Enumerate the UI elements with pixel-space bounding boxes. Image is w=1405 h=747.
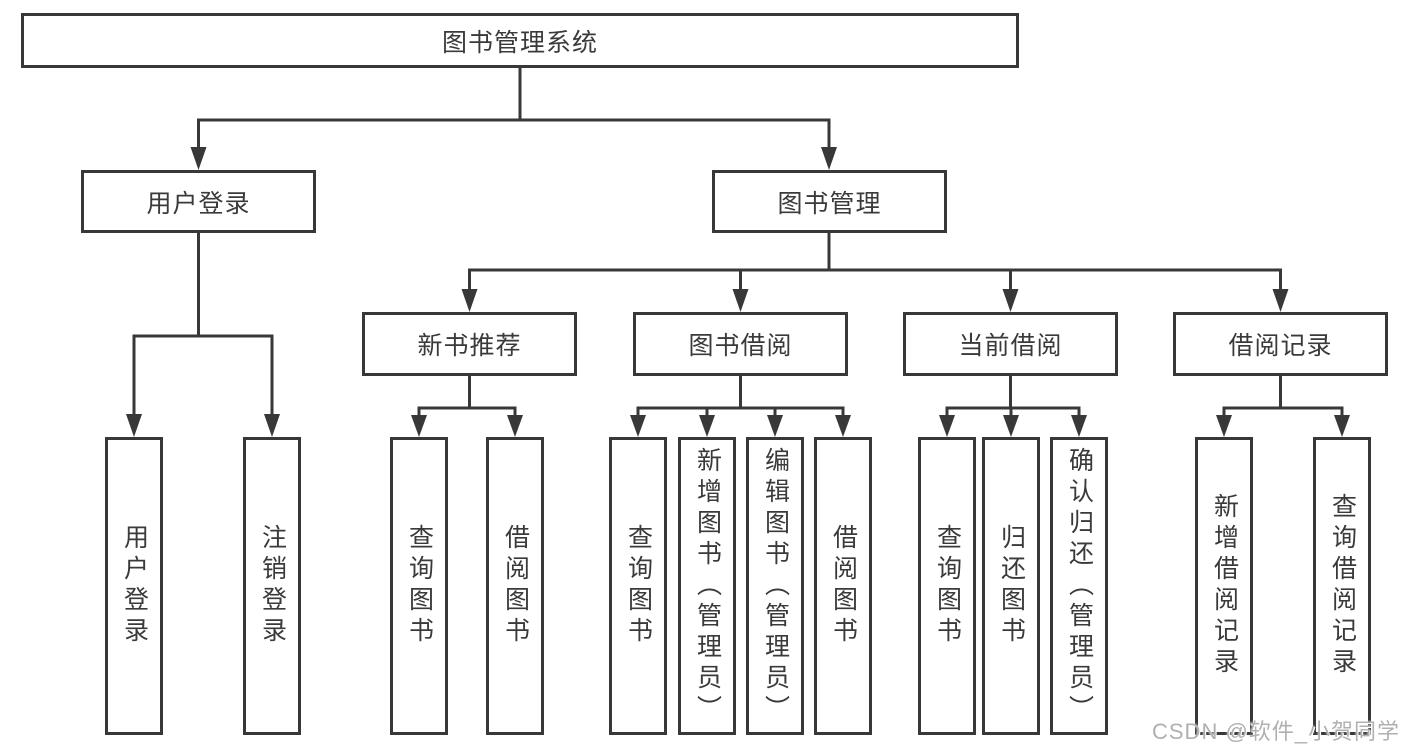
node-current-borrow: 当前借阅 bbox=[903, 312, 1118, 376]
leaf-borrow-query-book: 查询图书 bbox=[609, 437, 667, 735]
node-borrow-record: 借阅记录 bbox=[1173, 312, 1388, 376]
leaf-recommend-query-book-label: 查询图书 bbox=[405, 524, 434, 648]
leaf-edit-book-admin-label: 编辑图书（管理员） bbox=[761, 446, 790, 726]
node-current-borrow-label: 当前借阅 bbox=[958, 332, 1063, 360]
leaf-return-book-label: 归还图书 bbox=[997, 524, 1026, 648]
leaf-borrow-query-book-label: 查询图书 bbox=[624, 524, 653, 648]
leaf-logout-label: 注销登录 bbox=[258, 524, 287, 648]
leaf-user-login-label: 用户登录 bbox=[120, 524, 149, 648]
node-user-login: 用户登录 bbox=[81, 170, 316, 233]
node-book-borrow-label: 图书借阅 bbox=[688, 332, 793, 360]
leaf-add-book-admin: 新增图书（管理员） bbox=[678, 437, 736, 735]
leaf-confirm-return-admin-label: 确认归还（管理员） bbox=[1065, 446, 1094, 726]
node-user-login-label: 用户登录 bbox=[146, 189, 251, 218]
node-new-book-recommend: 新书推荐 bbox=[362, 312, 577, 376]
node-book-manage: 图书管理 bbox=[712, 170, 947, 233]
leaf-user-login: 用户登录 bbox=[105, 437, 163, 735]
leaf-recommend-borrow-book: 借阅图书 bbox=[486, 437, 544, 735]
leaf-add-borrow-record: 新增借阅记录 bbox=[1195, 437, 1253, 735]
leaf-confirm-return-admin: 确认归还（管理员） bbox=[1050, 437, 1108, 735]
node-root: 图书管理系统 bbox=[21, 13, 1019, 68]
csdn-watermark: CSDN @软件_小贺同学 bbox=[1152, 719, 1401, 744]
leaf-return-book: 归还图书 bbox=[982, 437, 1040, 735]
leaf-current-query-book: 查询图书 bbox=[918, 437, 976, 735]
leaf-borrow-book-label: 借阅图书 bbox=[829, 524, 858, 648]
node-borrow-record-label: 借阅记录 bbox=[1228, 332, 1333, 360]
leaf-logout: 注销登录 bbox=[243, 437, 301, 735]
leaf-recommend-query-book: 查询图书 bbox=[390, 437, 448, 735]
leaf-query-borrow-record: 查询借阅记录 bbox=[1313, 437, 1371, 735]
node-book-manage-label: 图书管理 bbox=[777, 189, 882, 218]
arrowhead-icons bbox=[126, 147, 1350, 437]
leaf-add-book-admin-label: 新增图书（管理员） bbox=[693, 446, 722, 726]
leaf-add-borrow-record-label: 新增借阅记录 bbox=[1210, 493, 1239, 679]
node-book-borrow: 图书借阅 bbox=[633, 312, 848, 376]
leaf-recommend-borrow-book-label: 借阅图书 bbox=[501, 524, 530, 648]
leaf-current-query-book-label: 查询图书 bbox=[933, 524, 962, 648]
node-root-label: 图书管理系统 bbox=[441, 28, 598, 57]
node-new-book-recommend-label: 新书推荐 bbox=[417, 332, 522, 360]
leaf-edit-book-admin: 编辑图书（管理员） bbox=[746, 437, 804, 735]
leaf-query-borrow-record-label: 查询借阅记录 bbox=[1328, 493, 1357, 679]
leaf-borrow-book: 借阅图书 bbox=[814, 437, 872, 735]
